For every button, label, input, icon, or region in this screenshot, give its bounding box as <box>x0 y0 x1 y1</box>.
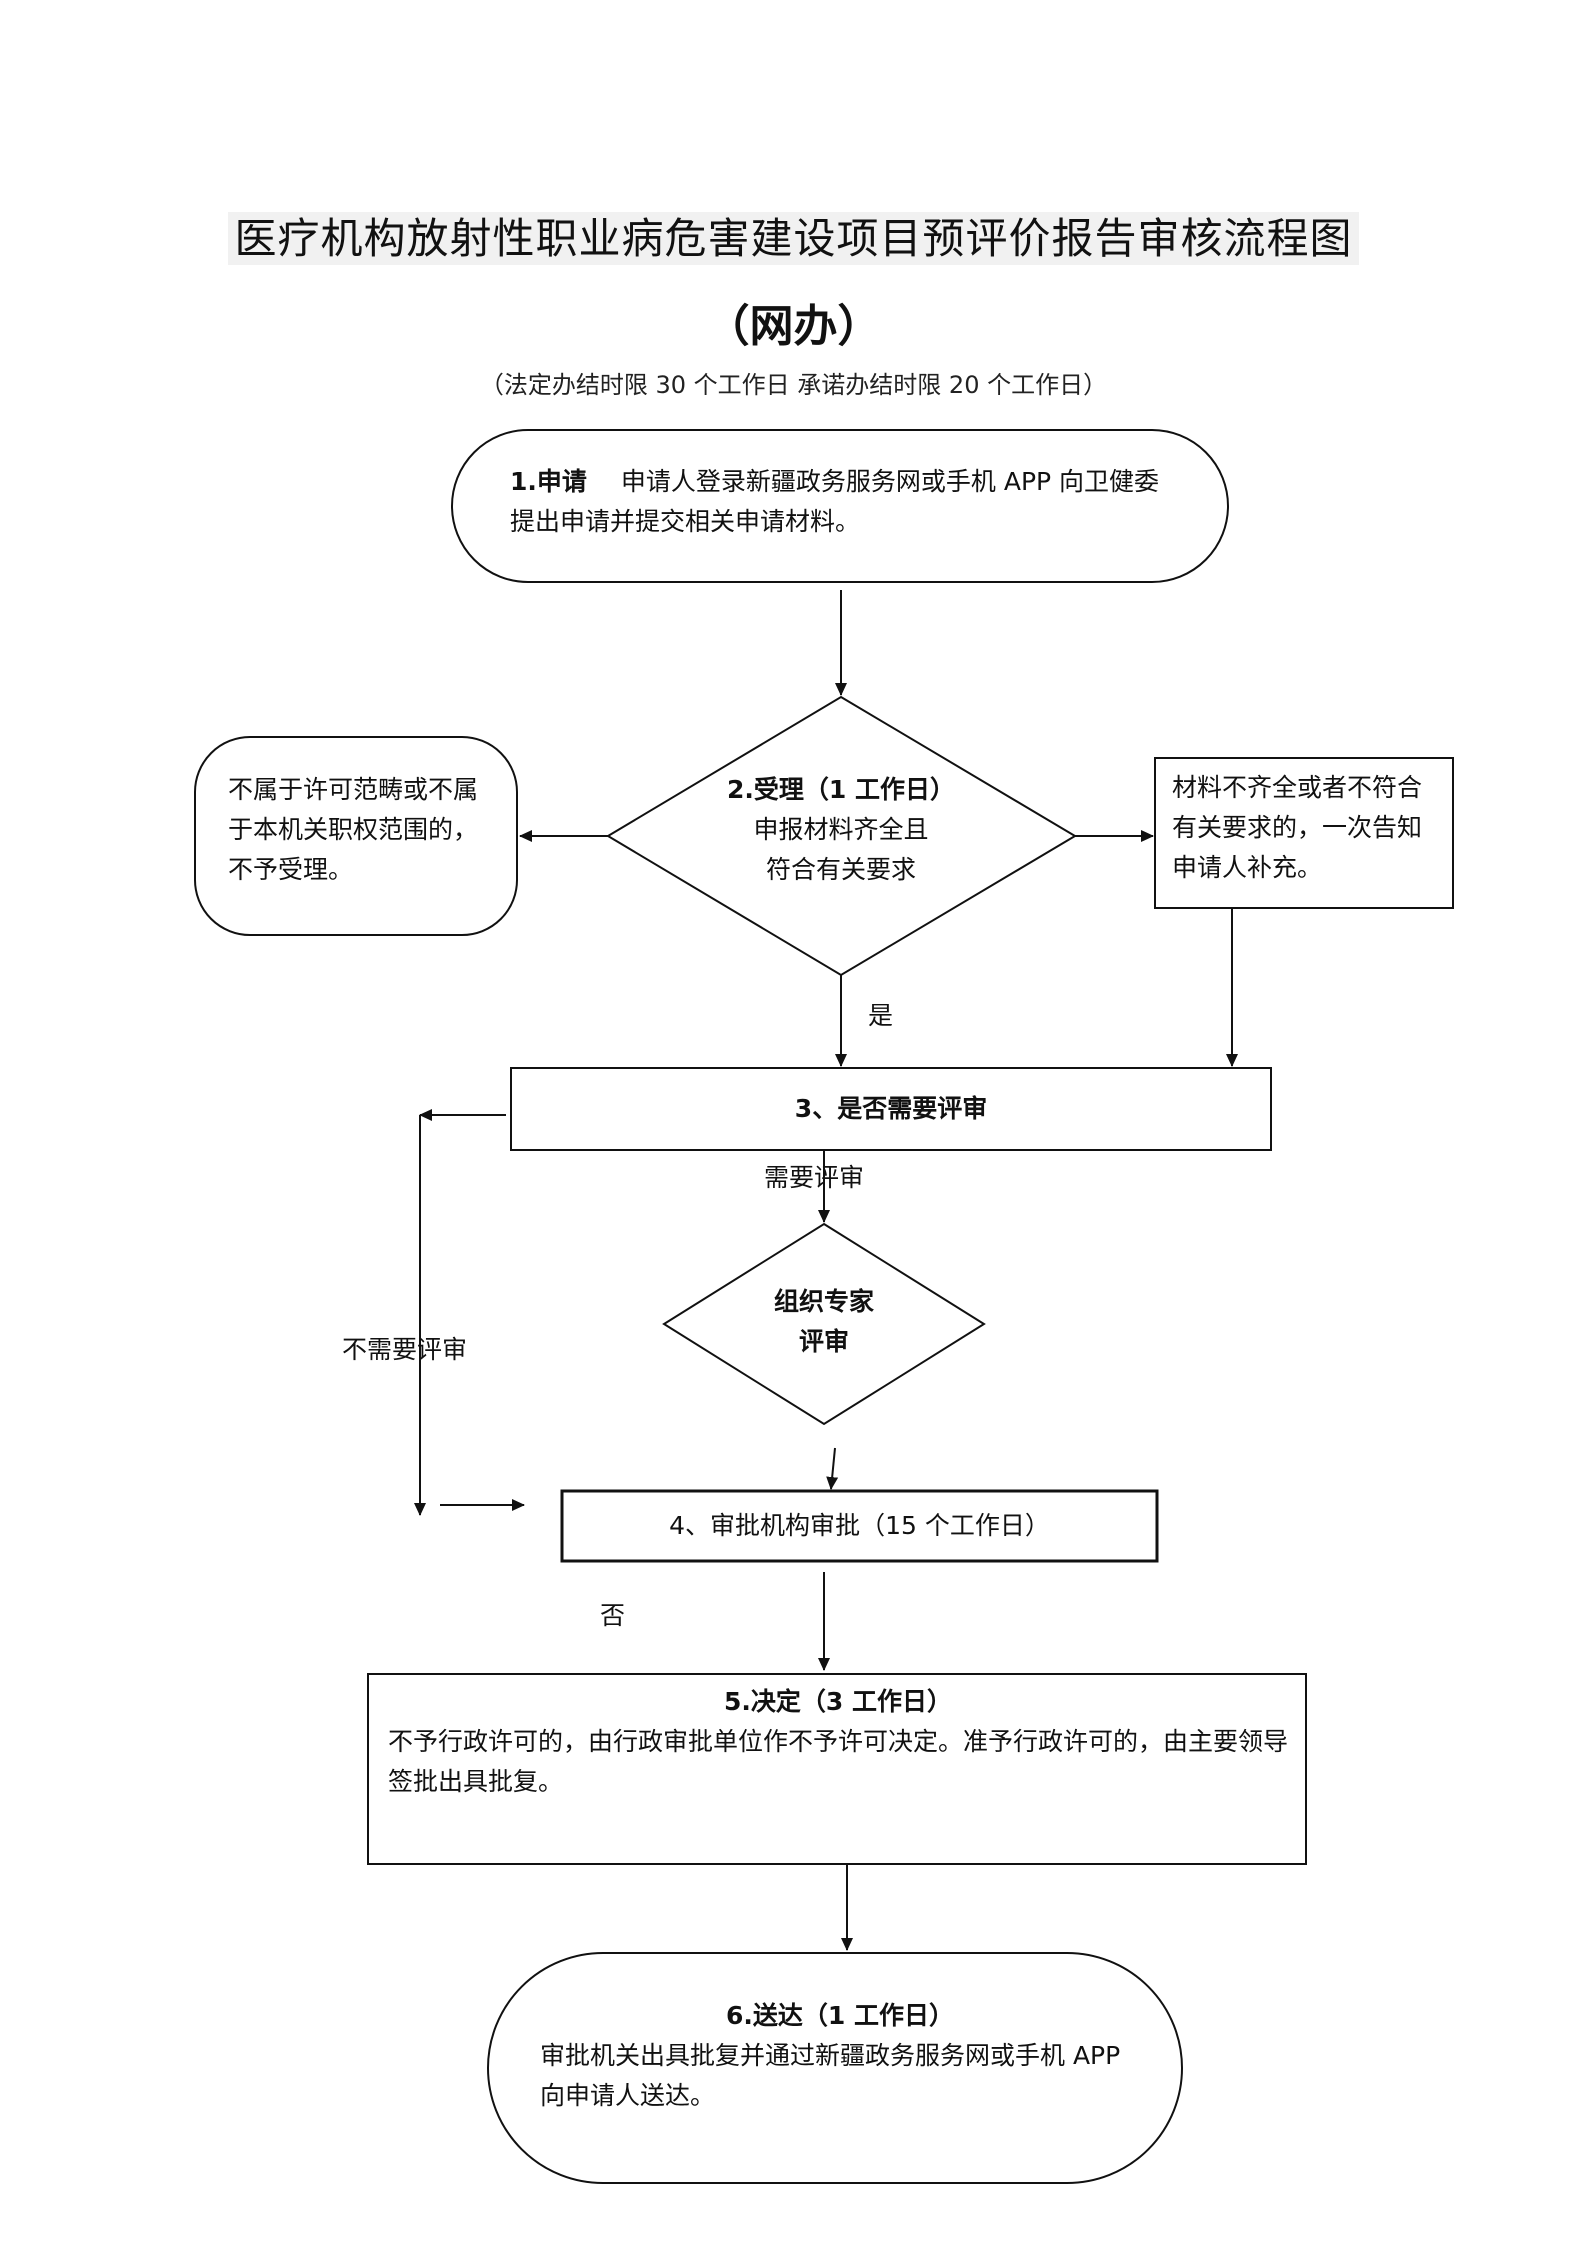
edge-label-need-review: 需要评审 <box>764 1163 865 1192</box>
expert-review-decision: 组织专家 评审 <box>710 1282 938 1362</box>
review-needed-label: 3、是否需要评审 <box>794 1094 988 1123</box>
supplement-node-shape <box>1154 757 1454 909</box>
decision-node-label: 5.决定（3 工作日） <box>724 1687 952 1716</box>
page-subtitle: （网办） <box>705 301 882 352</box>
accept-decision-label: 2.受理（1 工作日） <box>727 775 955 804</box>
edge-label-no: 否 <box>600 1601 626 1630</box>
arrow-expert-to-approval <box>826 1447 839 1490</box>
reject-scope-node-shape <box>194 736 518 936</box>
accept-decision-line1: 申报材料齐全且 <box>753 815 929 844</box>
page-title: 医疗机构放射性职业病危害建设项目预评价报告审核流程图 <box>0 205 1587 266</box>
review-needed-node: 3、是否需要评审 <box>511 1089 1271 1129</box>
time-limit-note: （法定办结时限 30 个工作日 承诺办结时限 20 个工作日） <box>479 371 1108 399</box>
apply-node-text: 申请人登录新疆政务服务网或手机 APP 向卫健委提出申请并提交相关申请材料。 <box>510 467 1160 536</box>
edge-label-yes: 是 <box>868 1001 894 1030</box>
accept-decision: 2.受理（1 工作日） 申报材料齐全且 符合有关要求 <box>680 770 1002 890</box>
accept-decision-line2: 符合有关要求 <box>765 855 916 884</box>
delivery-node: 6.送达（1 工作日） 审批机关出具批复并通过新疆政务服务网或手机 APP 向申… <box>540 1996 1140 2116</box>
decision-node: 5.决定（3 工作日） 不予行政许可的，由行政审批单位作不予许可决定。准予行政许… <box>388 1682 1288 1802</box>
page-title-text: 医疗机构放射性职业病危害建设项目预评价报告审核流程图 <box>228 212 1359 265</box>
expert-review-line1: 组织专家 <box>773 1287 874 1316</box>
expert-review-decision-shape <box>662 1222 986 1426</box>
review-needed-node-shape <box>510 1067 1272 1151</box>
approval-node-shape <box>560 1489 1159 1563</box>
supplement-node: 材料不齐全或者不符合有关要求的，一次告知申请人补充。 <box>1172 773 1423 882</box>
decision-node-text: 不予行政许可的，由行政审批单位作不予许可决定。准予行政许可的，由主要领导签批出具… <box>388 1727 1289 1796</box>
edge-label-no-review: 不需要评审 <box>342 1335 468 1364</box>
apply-node-label: 1.申请 <box>510 467 587 496</box>
apply-node: 1.申请申请人登录新疆政务服务网或手机 APP 向卫健委提出申请并提交相关申请材… <box>510 462 1180 542</box>
approval-node: 4、审批机构审批（15 个工作日） <box>669 1511 1050 1540</box>
apply-node-shape <box>451 429 1229 583</box>
delivery-node-shape <box>487 1952 1183 2184</box>
delivery-node-text: 审批机关出具批复并通过新疆政务服务网或手机 APP 向申请人送达。 <box>540 2041 1121 2110</box>
expert-review-line2: 评审 <box>798 1327 849 1356</box>
decision-node-shape <box>367 1673 1307 1865</box>
reject-scope-node: 不属于许可范畴或不属于本机关职权范围的，不予受理。 <box>228 775 479 884</box>
delivery-node-label: 6.送达（1 工作日） <box>726 2001 954 2030</box>
